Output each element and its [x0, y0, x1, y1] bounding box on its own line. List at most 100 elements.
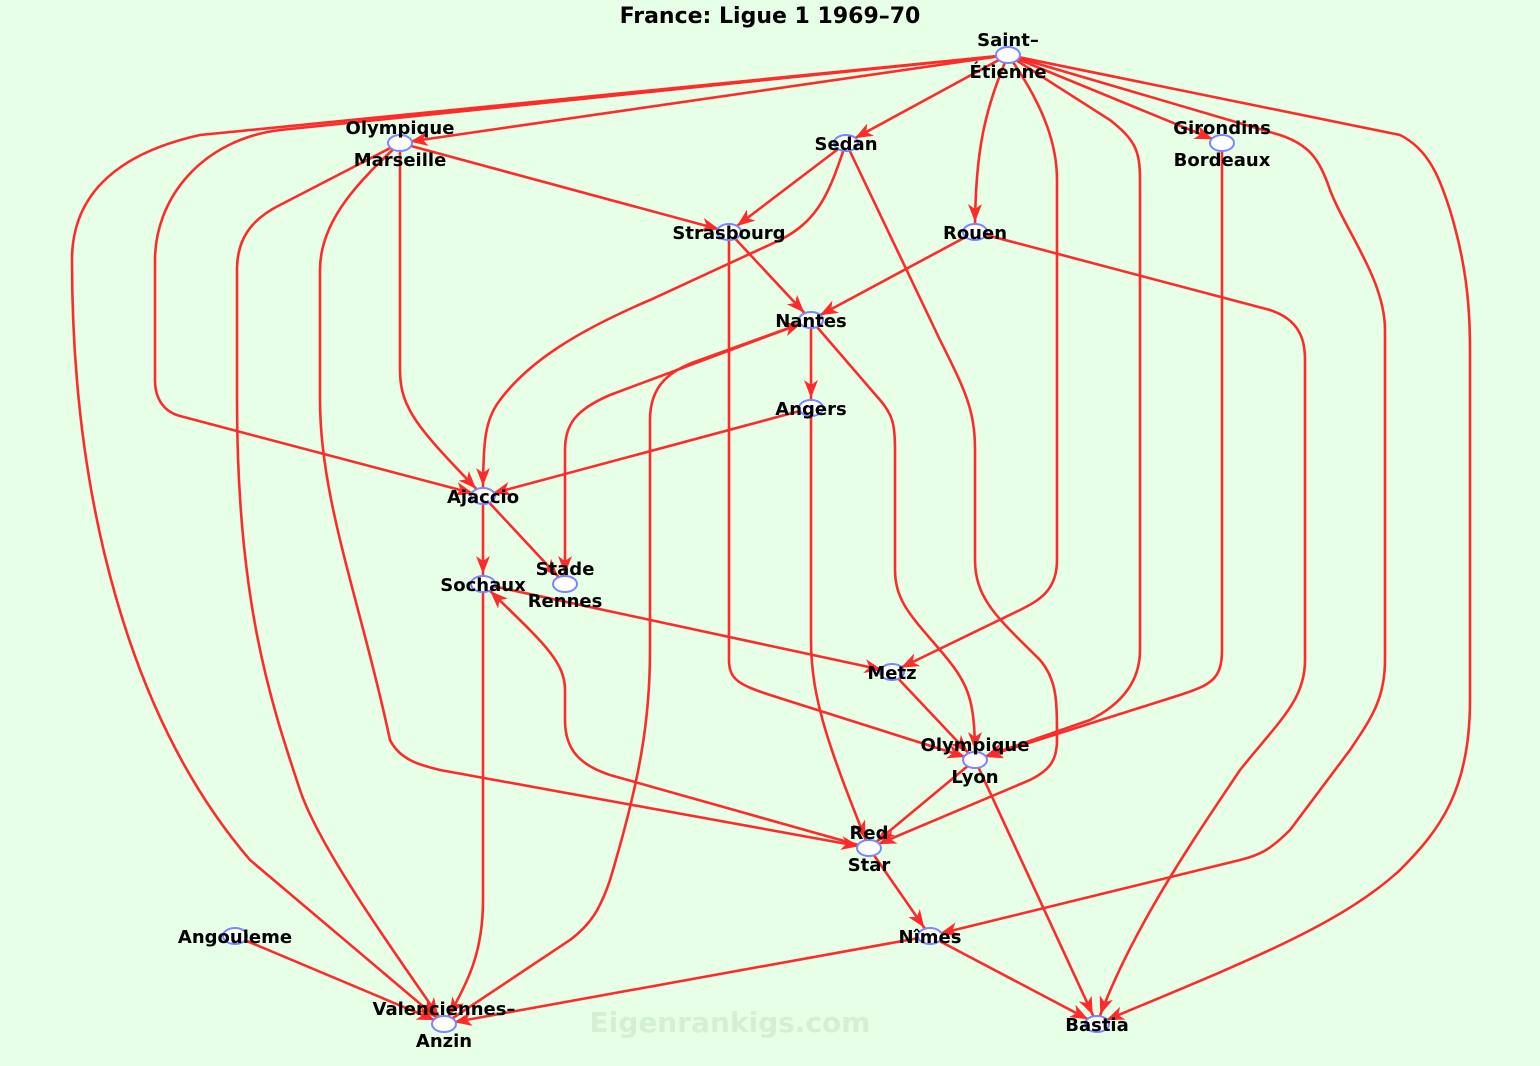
- node-marker[interactable]: [716, 223, 742, 241]
- node-label: Metz: [867, 663, 916, 684]
- edge-marseille-to-ajaccio: [398, 143, 484, 497]
- node-saint-etienne[interactable]: Saint– Étienne: [969, 30, 1046, 83]
- node-label: Olympique: [921, 735, 1030, 756]
- watermark: Eigenrankigs.com: [590, 1006, 871, 1039]
- edge-saint-etienne-to-metz: [891, 54, 1059, 674]
- node-marker[interactable]: [798, 399, 824, 417]
- node-sochaux[interactable]: Sochaux: [440, 575, 526, 596]
- node-marker[interactable]: [222, 927, 248, 945]
- node-nimes[interactable]: Nîmes: [899, 927, 962, 948]
- edge-ajaccio-to-rennes: [482, 495, 566, 585]
- edge-nantes-to-rennes: [558, 318, 812, 584]
- node-label: Rennes: [528, 591, 603, 612]
- edge-saint-etienne-to-marseille: [399, 53, 1009, 146]
- edge-angers-to-ajaccio: [482, 406, 812, 498]
- node-label: Girondins: [1173, 118, 1271, 139]
- edge-sochaux-to-metz: [482, 582, 893, 674]
- node-label: Rouen: [943, 223, 1007, 244]
- edge-sedan-to-strasbourg: [728, 141, 847, 234]
- edge-sedan-to-redstar: [844, 142, 1059, 850]
- node-marker[interactable]: [1084, 1015, 1110, 1033]
- edge-redstar-to-nimes: [867, 847, 932, 937]
- node-label: Valenciennes–: [373, 999, 516, 1020]
- node-marker[interactable]: [879, 663, 905, 681]
- edge-lyon-to-bastia: [973, 759, 1099, 1025]
- edge-lyon-to-redstar: [868, 758, 976, 850]
- node-bastia[interactable]: Bastia: [1065, 1015, 1129, 1036]
- edge-metz-to-lyon: [891, 671, 976, 761]
- node-marker[interactable]: [387, 134, 413, 152]
- node-label: Red: [850, 823, 889, 844]
- node-marker[interactable]: [470, 487, 496, 505]
- node-sedan[interactable]: Sedan: [814, 134, 878, 155]
- edge-nantes-to-lyon: [810, 319, 982, 761]
- node-label: Star: [848, 855, 891, 876]
- node-angouleme[interactable]: Angouleme: [178, 927, 292, 948]
- node-label: Saint–: [977, 30, 1039, 51]
- node-marker[interactable]: [470, 575, 496, 593]
- edge-sochaux-to-valenciennes: [442, 584, 485, 1025]
- edge-valenciennes-to-nantes: [443, 318, 812, 1026]
- edge-strasbourg-to-lyon: [727, 232, 976, 762]
- node-marker[interactable]: [833, 134, 859, 152]
- node-label: Sochaux: [440, 575, 526, 596]
- node-marker[interactable]: [1209, 134, 1235, 152]
- edge-angouleme-to-valenciennes: [234, 934, 445, 1026]
- node-marker[interactable]: [917, 927, 943, 945]
- edge-bordeaux-to-lyon: [974, 143, 1224, 762]
- node-marker[interactable]: [856, 839, 882, 857]
- edges-layer: [70, 53, 1472, 1026]
- node-label: Angouleme: [178, 927, 292, 948]
- edge-nimes-to-valenciennes: [443, 934, 931, 1026]
- edge-marseille-to-strasbourg: [399, 141, 730, 234]
- edge-angers-to-redstar: [809, 408, 871, 849]
- node-label: Stade: [536, 559, 595, 580]
- node-label: Olympique: [346, 118, 455, 139]
- node-metz[interactable]: Metz: [867, 663, 917, 684]
- node-label: Anzin: [416, 1031, 472, 1052]
- node-marker[interactable]: [798, 311, 824, 329]
- node-marker[interactable]: [962, 751, 988, 769]
- node-label: Ajaccio: [447, 487, 519, 508]
- node-angers[interactable]: Angers: [775, 399, 847, 420]
- edge-rouen-to-bastia: [974, 230, 1307, 1025]
- node-label: Lyon: [951, 767, 998, 788]
- edge-saint-etienne-to-rouen: [968, 54, 1010, 233]
- node-marker[interactable]: [995, 46, 1021, 64]
- node-strasbourg[interactable]: Strasbourg: [672, 223, 786, 244]
- node-nantes[interactable]: Nantes: [775, 311, 847, 332]
- node-label: Bastia: [1065, 1015, 1129, 1036]
- node-valenciennes[interactable]: Valenciennes– Anzin: [373, 999, 516, 1052]
- edge-saint-etienne-to-nimes: [929, 53, 1387, 938]
- edge-rouen-to-nantes: [810, 230, 976, 322]
- edge-marseille-to-valenciennes: [235, 141, 446, 1025]
- node-marker[interactable]: [552, 575, 578, 593]
- edge-marseille-to-redstar: [318, 142, 870, 850]
- edge-sedan-to-ajaccio: [476, 142, 848, 497]
- node-label: Marseille: [354, 150, 447, 171]
- edge-redstar-to-sochaux: [482, 583, 870, 850]
- edge-nimes-to-bastia: [929, 934, 1098, 1026]
- node-label: Sedan: [814, 134, 877, 155]
- node-label: Angers: [775, 399, 846, 420]
- node-rouen[interactable]: Rouen: [943, 223, 1007, 244]
- edge-saint-etienne-to-bordeaux: [1007, 53, 1223, 145]
- edge-saint-etienne-to-sedan: [845, 53, 1009, 145]
- node-label: Nantes: [775, 311, 847, 332]
- node-marker[interactable]: [431, 1015, 457, 1033]
- node-marker[interactable]: [962, 223, 988, 241]
- node-label: Strasbourg: [672, 223, 785, 244]
- edge-saint-etienne-to-lyon: [974, 53, 1142, 762]
- nodes-layer: Saint–ÉtienneOlympiqueMarseilleSedanGiro…: [178, 30, 1271, 1052]
- node-ajaccio[interactable]: Ajaccio: [447, 487, 519, 508]
- node-label: Étienne: [969, 61, 1046, 83]
- chart-title: France: Ligue 1 1969–70: [620, 4, 921, 29]
- edge-saint-etienne-to-bastia: [1007, 53, 1472, 1026]
